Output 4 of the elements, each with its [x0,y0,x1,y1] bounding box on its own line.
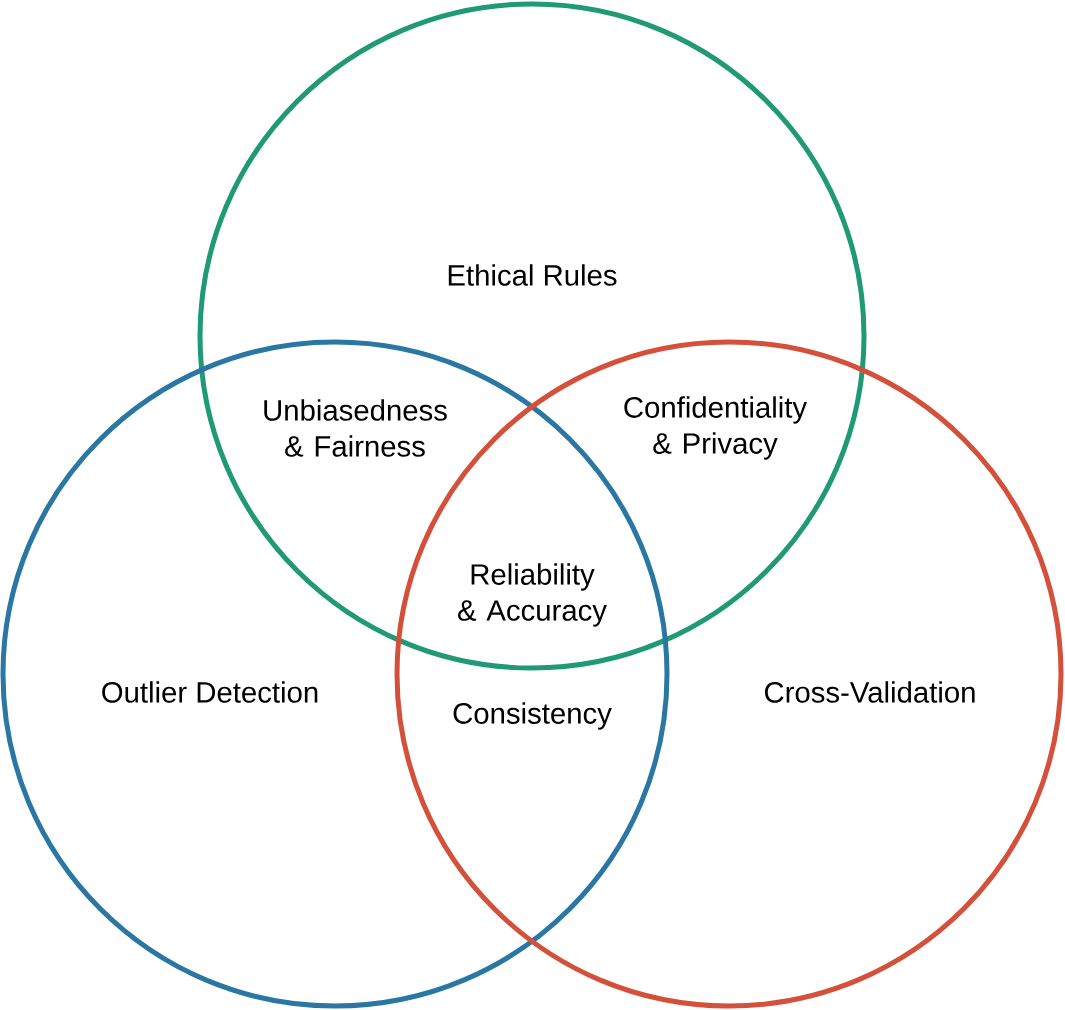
region-label: Reliability & Accuracy [458,563,607,627]
region-label: Consistency [453,702,612,730]
region-label: Confidentiality & Privacy [624,396,808,460]
region-label: Unbiasedness & Fairness [264,399,447,457]
